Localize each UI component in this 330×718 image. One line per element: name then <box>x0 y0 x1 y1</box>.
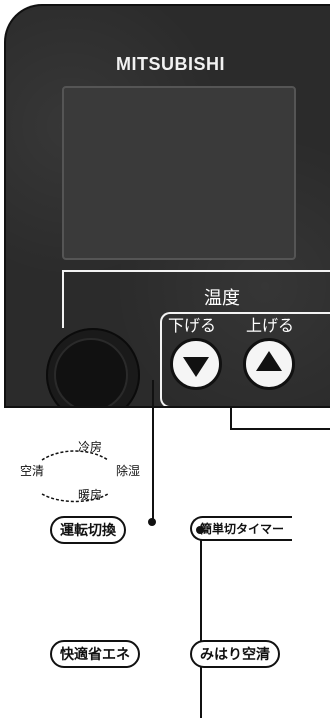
remote-callout-line-h <box>62 270 330 272</box>
callout-line-temp-h <box>230 428 330 430</box>
simple-off-timer-button[interactable]: 簡単切タイマー <box>190 516 293 541</box>
mode-ring <box>41 450 109 503</box>
mode-heat: 暖房 <box>78 488 103 502</box>
remote-callout-line-v <box>62 270 64 328</box>
mode-dial[interactable] <box>46 328 140 406</box>
temperature-down-label: 下げる <box>168 316 217 335</box>
callout-line-timer <box>200 530 202 718</box>
display-screen <box>62 86 296 260</box>
mode-selector: 冷房 空清 除湿 暖房 <box>20 438 140 508</box>
comfort-energy-saving-button[interactable]: 快適省エネ <box>50 640 140 668</box>
operation-switch-button[interactable]: 運転切換 <box>50 516 126 544</box>
operation-switch-connector <box>148 518 156 526</box>
temperature-button-frame <box>160 312 330 406</box>
monitor-air-clean-button[interactable]: みはり空清 <box>190 640 280 668</box>
mode-air-clean: 空清 <box>20 464 45 478</box>
timer-connector <box>196 526 204 534</box>
brand-logo: MITSUBISHI <box>116 54 226 74</box>
up-arrow-icon <box>256 351 282 371</box>
down-arrow-icon <box>183 357 209 377</box>
callout-line-mode <box>152 380 154 522</box>
temperature-up-label: 上げる <box>246 316 295 335</box>
mode-cool: 冷房 <box>78 440 103 454</box>
remote-control: MITSUBISHI 温度 下げる 上げる <box>4 4 330 408</box>
temperature-up-button[interactable] <box>243 338 295 390</box>
temperature-down-button[interactable] <box>170 338 222 390</box>
callout-line-temp-v <box>230 406 232 430</box>
mode-dial-center <box>54 338 128 406</box>
mode-dehumidify: 除湿 <box>116 464 141 478</box>
temperature-title: 温度 <box>204 288 240 309</box>
